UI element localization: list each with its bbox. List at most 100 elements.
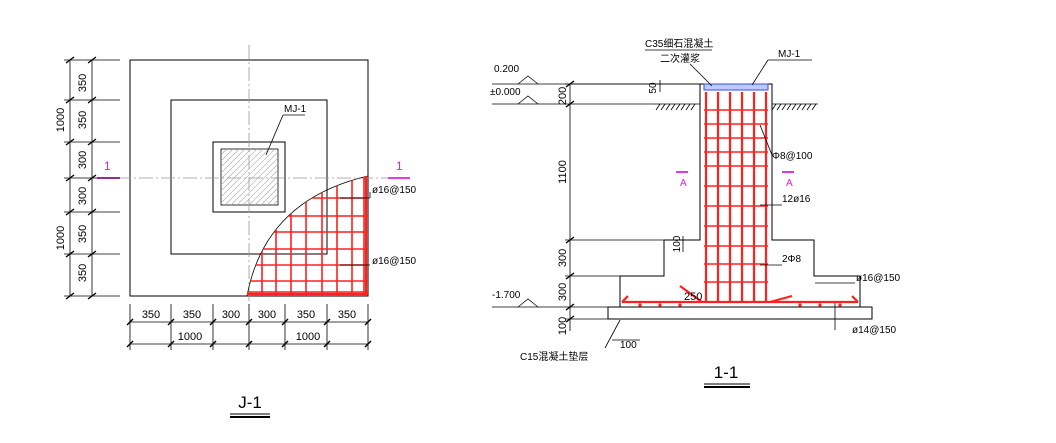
bottom-dim-4: 300	[258, 309, 276, 321]
section-dim-1100: 1100	[557, 160, 569, 184]
cut-mark-right: A	[786, 178, 793, 189]
base-bar-dot	[798, 303, 802, 307]
plan-left-dimensions: 350 350 300 300 350 350 1000 1000	[55, 56, 120, 300]
anchor-bar-left	[679, 285, 703, 303]
base-bar-hook-left	[621, 295, 629, 303]
stirrup-label: Φ8@100	[772, 151, 813, 162]
plate-hatch-line	[266, 193, 279, 206]
grout-label-2: 二次灌浆	[660, 52, 700, 65]
bottom-dim-5: 350	[297, 309, 315, 321]
plate-hatch-line	[220, 148, 234, 162]
section-dim-100-step: 100	[672, 235, 683, 252]
ground-hatch-line	[806, 103, 812, 111]
elev-zero-label: ±0.000	[490, 87, 521, 98]
bottom-dim-tick	[209, 340, 217, 348]
ground-hatch-line	[655, 103, 661, 111]
ground-hatch	[655, 103, 817, 111]
bottom-dim-tick	[209, 318, 217, 326]
left-dim-3: 300	[77, 151, 89, 169]
left-dim-tick	[65, 292, 75, 300]
elev-marker-top	[517, 75, 539, 85]
cut-mark-left: A	[680, 178, 687, 189]
plan-title: J-1	[238, 393, 262, 412]
bottom-total-2: 1000	[296, 331, 320, 343]
left-dim-1: 350	[77, 74, 89, 92]
bottom-dim-tick	[167, 340, 175, 348]
left-dim-tick	[65, 56, 75, 64]
plate-hatch-line	[272, 199, 279, 206]
bottom-dim-2: 350	[183, 309, 201, 321]
left-dim-tick	[65, 174, 75, 182]
plate-hatch-line	[220, 148, 246, 174]
cushion-layer	[607, 306, 873, 320]
plate-hatch-line	[220, 148, 258, 186]
plan-embed-label: MJ-1	[284, 104, 307, 115]
grout-label-1: C35细石混凝土	[645, 37, 713, 50]
plate-hatch-line	[254, 181, 279, 206]
plan-bottom-dimensions: 350 350 300 300 350 350 1000 1000	[126, 304, 372, 350]
cushion-label: C15混凝土垫层	[520, 350, 588, 363]
left-dim-tick	[87, 174, 97, 182]
section-embed-label: MJ-1	[778, 49, 801, 60]
embed-plate-hatch	[220, 148, 279, 206]
section-dim-tick	[565, 303, 575, 311]
plan-view: MJ-1 ø16@150 ø16@150 1 1 350 350 300 300…	[55, 45, 417, 418]
ground-hatch-line	[675, 103, 681, 111]
plate-hatch-line	[220, 148, 276, 204]
embed-plate	[220, 148, 279, 206]
left-dim-4: 300	[77, 187, 89, 205]
elev-top-label: 0.200	[494, 64, 519, 75]
ground-hatch-line	[771, 103, 777, 111]
plate-hatch-line	[220, 148, 228, 156]
left-total-1: 1000	[55, 108, 67, 132]
bottom-dim-tick	[323, 318, 331, 326]
ground-hatch-line	[685, 103, 691, 111]
plan-rebar-label-2: ø16@150	[372, 256, 417, 267]
ground-hatch-line	[811, 103, 817, 111]
bottom-dim-tick	[167, 318, 175, 326]
section-dim-250: 250	[684, 291, 702, 303]
section-dim-50: 50	[648, 82, 659, 94]
plate-hatch-line	[220, 148, 252, 180]
embed-leader	[265, 114, 284, 156]
section-outline	[619, 83, 861, 308]
bottom-bar-label: ø16@150	[856, 273, 901, 284]
base-bar-dot	[658, 303, 662, 307]
section-dim-100-base: 100	[557, 317, 569, 335]
ground-hatch-line	[670, 103, 676, 111]
elev-marker-bottom	[517, 298, 539, 308]
left-dim-tick	[87, 138, 97, 146]
section-title: 1-1	[714, 363, 739, 382]
left-dim-tick	[87, 96, 97, 104]
left-total-2: 1000	[55, 226, 67, 250]
section-dim-200: 200	[557, 87, 569, 105]
section-mark-left: 1	[104, 159, 111, 173]
base-bar-hook-right	[851, 295, 859, 303]
ground-hatch-line	[665, 103, 671, 111]
ground-hatch-line	[680, 103, 686, 111]
bottom-dim-3: 300	[222, 309, 240, 321]
section-dim-tick	[565, 100, 575, 108]
left-dim-tick	[65, 208, 75, 216]
plate-hatch-line	[230, 157, 279, 206]
anchor-bar-right	[769, 294, 793, 304]
elev-bottom-label: -1.700	[492, 290, 521, 301]
bottom-dim-1: 350	[142, 309, 160, 321]
ground-hatch-line	[776, 103, 782, 111]
section-dim-300-b: 300	[557, 283, 569, 301]
base-bar-dot	[838, 303, 842, 307]
bottom-dim-tick	[323, 340, 331, 348]
ground-hatch-line	[801, 103, 807, 111]
section-dim-300-a: 300	[557, 249, 569, 267]
base-bar-label: ø14@150	[852, 325, 897, 336]
section-mark-right: 1	[396, 159, 403, 173]
bottom-dim-6: 350	[338, 309, 356, 321]
left-dim-tick	[65, 250, 75, 258]
rebar-break-line	[246, 175, 369, 297]
ground-hatch-line	[796, 103, 802, 111]
plate-hatch-line	[248, 175, 279, 206]
plan-rebar-label-1: ø16@150	[372, 185, 417, 196]
plate-hatch-line	[220, 148, 240, 168]
ground-hatch-line	[786, 103, 792, 111]
